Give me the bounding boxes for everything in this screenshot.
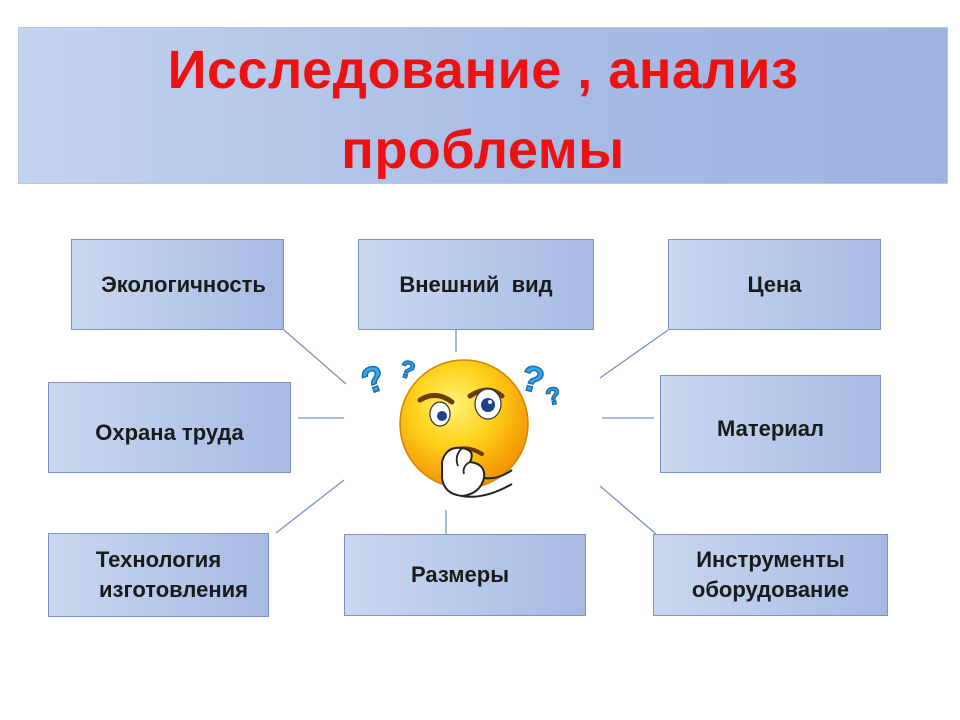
factor-tools: Инструменты оборудование: [653, 534, 888, 616]
connector-price: [599, 329, 669, 379]
factor-sizes-label: Размеры: [410, 562, 509, 587]
factor-appearance-label: Внешний вид: [399, 271, 553, 297]
factor-labor-safety-label: Охрана труда: [95, 419, 244, 445]
factor-technology-label-1: Технология: [95, 547, 222, 572]
svg-text:?: ?: [543, 382, 563, 411]
svg-text:?: ?: [397, 355, 418, 385]
thinking-face-icon: ? ? ? ?: [355, 355, 564, 498]
slide-title: Исследование , анализ проблемы: [18, 30, 948, 190]
factor-sizes: Размеры: [344, 534, 586, 616]
connector-ecology: [283, 329, 347, 385]
factor-material: Материал: [660, 375, 881, 473]
slide-title-line-2: проблемы: [341, 120, 625, 180]
factor-price-label: Цена: [747, 271, 802, 297]
factor-technology-label-2: изготовления: [99, 577, 248, 602]
connector-tools: [599, 485, 657, 535]
factor-material-label: Материал: [716, 416, 824, 441]
svg-text:?: ?: [356, 356, 391, 402]
factor-ecology-label: Экологичность: [101, 271, 266, 297]
connector-technology: [275, 479, 345, 534]
factor-tools-label-1: Инструменты: [696, 547, 845, 572]
factor-labor-safety: Охрана труда: [48, 382, 291, 473]
factor-appearance: Внешний вид: [358, 239, 594, 330]
factor-tools-label-2: оборудование: [691, 577, 850, 602]
factor-technology: Технология изготовления: [48, 533, 269, 617]
slide-title-line-1: Исследование , анализ: [167, 40, 799, 100]
factor-price: Цена: [668, 239, 881, 330]
factor-ecology: Экологичность: [71, 239, 284, 330]
title-banner: [18, 27, 948, 184]
